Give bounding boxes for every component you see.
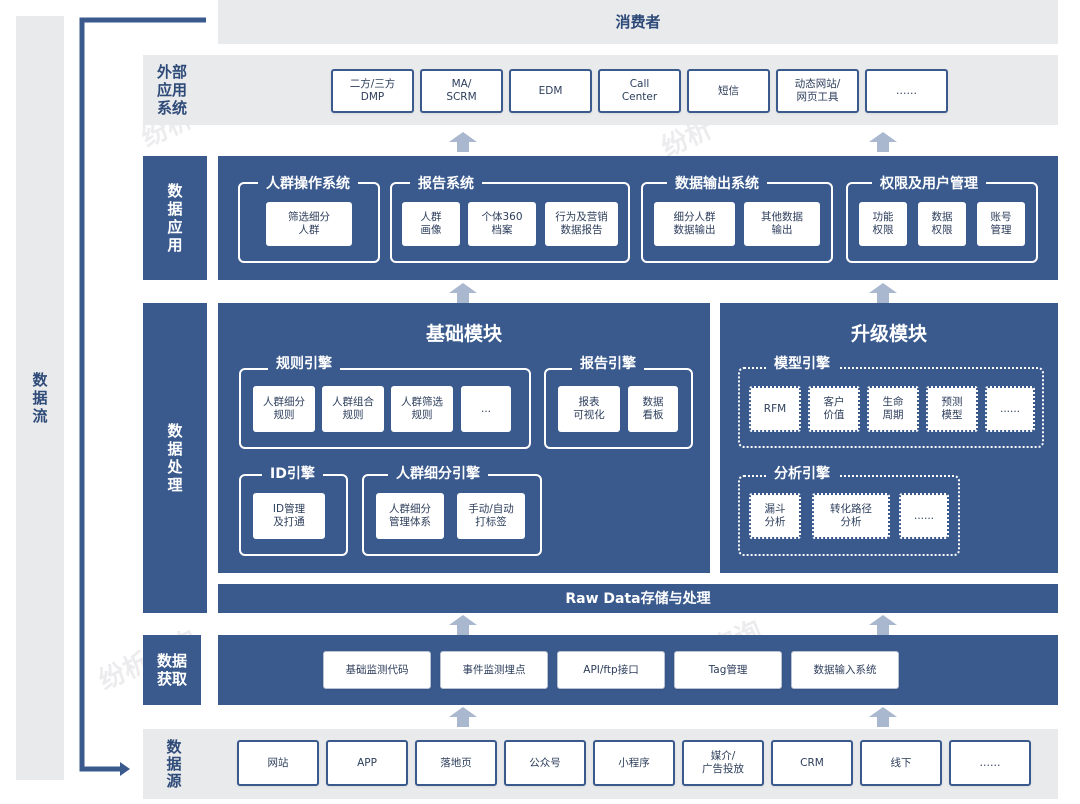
acquisition-item: 基础监测代码 (323, 651, 431, 689)
group-title: 数据输出系统 (667, 175, 767, 193)
app-item: 细分人群 数据输出 (654, 202, 735, 246)
group-title: 报告系统 (410, 175, 482, 193)
advanced-module-title: 升级模块 (850, 323, 927, 345)
source-item: 线下 (860, 740, 942, 786)
engine-item: 手动/自动 打标签 (457, 493, 525, 539)
group-title: ID引擎 (262, 465, 323, 483)
rules-engine-group (239, 368, 531, 449)
external-item: …… (865, 69, 948, 113)
app-item: 个体360 档案 (468, 202, 536, 246)
data-flow-line (79, 17, 206, 776)
app-item: 行为及营销 数据报告 (545, 202, 618, 246)
app-item: 筛选细分 人群 (266, 202, 352, 246)
external-item: 二方/三方 DMP (331, 69, 414, 113)
report-group (390, 182, 630, 263)
consumer-bar: 消费者 (218, 0, 1058, 44)
up-arrow-icon (449, 615, 477, 635)
engine-item: 人群筛选 规则 (391, 386, 453, 432)
source-item: 小程序 (593, 740, 675, 786)
model-engine-group (738, 367, 1044, 448)
external-label: 外部 应用 系统 (156, 63, 187, 117)
group-title: 报告引擎 (572, 355, 644, 373)
source-item: 媒介/ 广告投放 (682, 740, 764, 786)
acquisition-item: 数据输入系统 (791, 651, 899, 689)
engine-item: 人群组合 规则 (322, 386, 384, 432)
source-item: CRM (771, 740, 853, 786)
source-label: 数 据 源 (166, 737, 182, 790)
up-arrow-icon (449, 707, 477, 727)
group-title: 模型引擎 (766, 355, 838, 373)
acquisition-item: 事件监测埋点 (440, 651, 548, 689)
up-arrow-icon (869, 283, 897, 303)
source-item: 公众号 (504, 740, 586, 786)
up-arrow-icon (869, 615, 897, 635)
engine-item: 人群细分 规则 (253, 386, 315, 432)
group-title: 人群操作系统 (258, 175, 358, 193)
engine-item: ... (461, 386, 511, 432)
app-item: 功能 权限 (859, 202, 907, 246)
raw-data-bar: Raw Data存储与处理 (218, 584, 1058, 613)
application-label: 数 据 应 用 (143, 156, 207, 280)
up-arrow-icon (449, 283, 477, 303)
app-item: 其他数据 输出 (744, 202, 820, 246)
acquisition-item: API/ftp接口 (557, 651, 665, 689)
engine-item: 预测 模型 (926, 386, 978, 432)
source-item: APP (326, 740, 408, 786)
engine-item: 数据 看板 (628, 386, 678, 432)
up-arrow-icon (449, 132, 477, 152)
acquisition-label: 数据 获取 (143, 635, 201, 705)
engine-item: ...... (985, 386, 1035, 432)
external-item: 动态网站/ 网页工具 (776, 69, 859, 113)
source-item: 网站 (237, 740, 319, 786)
external-item: 短信 (687, 69, 770, 113)
external-item: EDM (509, 69, 592, 113)
external-item: Call Center (598, 69, 681, 113)
engine-item: 生命 周期 (867, 386, 919, 432)
engine-item: 报表 可视化 (558, 386, 620, 432)
engine-item: ...... (899, 493, 949, 539)
app-item: 人群 画像 (402, 202, 460, 246)
source-item: …… (949, 740, 1031, 786)
app-item: 账号 管理 (977, 202, 1025, 246)
up-arrow-icon (869, 132, 897, 152)
group-title: 权限及用户管理 (872, 175, 986, 193)
up-arrow-icon (869, 707, 897, 727)
source-item: 落地页 (415, 740, 497, 786)
basic-module-title: 基础模块 (425, 323, 502, 345)
processing-label: 数 据 处 理 (143, 303, 207, 613)
data-flow-label: 数 据 流 (16, 16, 64, 780)
engine-item: 客户 价值 (808, 386, 860, 432)
engine-item: 转化路径 分析 (812, 493, 890, 539)
acquisition-item: Tag管理 (674, 651, 782, 689)
engine-item: RFM (749, 386, 801, 432)
group-title: 人群细分引擎 (388, 465, 488, 483)
engine-item: ID管理 及打通 (253, 493, 325, 539)
group-title: 规则引擎 (268, 355, 340, 373)
app-item: 数据 权限 (918, 202, 966, 246)
group-title: 分析引擎 (766, 465, 838, 483)
external-item: MA/ SCRM (420, 69, 503, 113)
analysis-engine-group (738, 475, 960, 556)
engine-item: 人群细分 管理体系 (376, 493, 444, 539)
engine-item: 漏斗 分析 (749, 493, 801, 539)
